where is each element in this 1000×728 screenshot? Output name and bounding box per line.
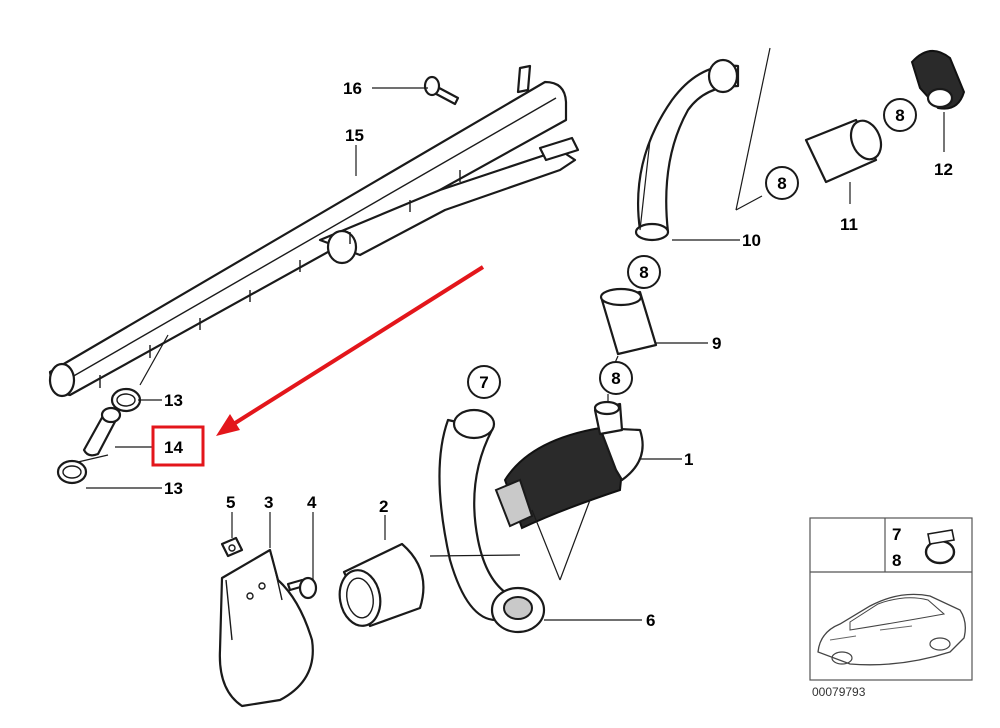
callout-9: 9 (712, 334, 721, 353)
highlight-arrow (216, 265, 485, 436)
circled-callout-8-middle: 8 (627, 255, 661, 289)
bracket-3-drawing (218, 548, 314, 708)
inset-label-7: 7 (892, 525, 901, 544)
callout-5: 5 (226, 493, 235, 512)
circled-callout-8-lower: 8 (599, 361, 633, 395)
callout-11: 11 (840, 215, 858, 234)
diagram-code: 00079793 (812, 685, 866, 699)
nut-5-drawing (220, 536, 244, 558)
callout-13-upper: 13 (164, 391, 183, 410)
pump-1-drawing (494, 400, 644, 530)
hose-10-drawing (634, 58, 740, 242)
hose-11-drawing (804, 118, 883, 184)
callout-1: 1 (684, 450, 693, 469)
callout-6: 6 (646, 611, 655, 630)
callout-10: 10 (742, 231, 761, 250)
hose-clamp-icon (924, 529, 956, 565)
svg-text:8: 8 (895, 106, 904, 125)
o-ring-13-upper-drawing (110, 387, 142, 413)
cap-6-drawing (490, 586, 546, 634)
callout-2: 2 (379, 497, 388, 516)
callout-14: 14 (164, 438, 183, 457)
circled-callout-8-top-right: 8 (883, 98, 917, 132)
screw-4-drawing (286, 576, 318, 600)
callout-15: 15 (345, 126, 364, 145)
svg-text:8: 8 (777, 174, 786, 193)
o-ring-13-lower-drawing (56, 459, 88, 485)
circled-callout-8-right: 8 (765, 166, 799, 200)
inset-label-8: 8 (892, 551, 901, 570)
inset-panel: 7 8 (809, 517, 973, 681)
callout-4: 4 (307, 493, 317, 512)
fuel-rail-drawing (48, 64, 580, 398)
hose-9-drawing (599, 287, 658, 356)
connector-12-drawing (910, 50, 966, 110)
sleeve-14-drawing (82, 406, 122, 457)
sleeve-2-drawing (338, 542, 425, 628)
callout-16: 16 (343, 79, 362, 98)
svg-text:8: 8 (639, 263, 648, 282)
screw-16-drawing (423, 75, 460, 106)
callout-13-lower: 13 (164, 479, 183, 498)
callout-3: 3 (264, 493, 273, 512)
leader-lines (77, 47, 945, 621)
car-silhouette-icon (817, 593, 966, 666)
circled-callout-7: 7 (467, 365, 501, 399)
highlight-box-14 (151, 425, 205, 467)
callout-12: 12 (934, 160, 953, 179)
svg-text:8: 8 (611, 369, 620, 388)
svg-text:7: 7 (479, 373, 488, 392)
